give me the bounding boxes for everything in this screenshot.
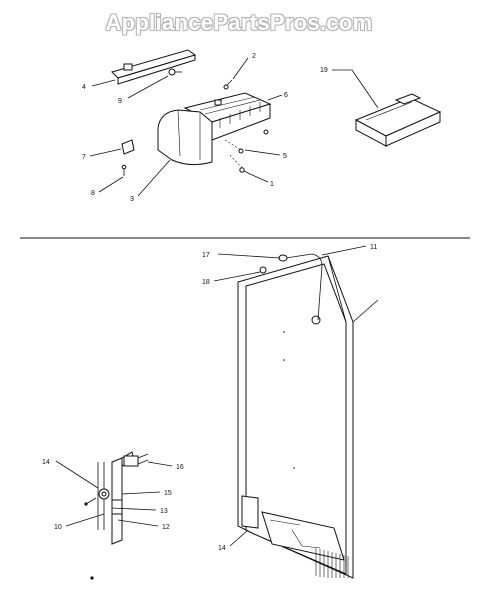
- callout-14-lower: 14: [218, 545, 226, 552]
- part-11-tube: [278, 253, 323, 321]
- callout-7: 7: [82, 154, 86, 161]
- part-8-screw: [121, 164, 127, 176]
- callout-4: 4: [82, 84, 86, 91]
- callout-15: 15: [164, 490, 172, 497]
- callout-17: 17: [202, 252, 210, 259]
- watermark-logo: AppliancePartsPros.com: [105, 10, 373, 35]
- callout-14-upper: 14: [42, 459, 50, 466]
- callout-16: 16: [176, 464, 184, 471]
- callout-9: 9: [118, 98, 122, 105]
- part-5-screw: [238, 129, 269, 154]
- callout-8: 8: [91, 190, 95, 197]
- part-19-tray: [354, 93, 442, 147]
- callout-19: 19: [320, 67, 328, 74]
- switch-assembly: [84, 451, 149, 580]
- callout-12: 12: [162, 524, 170, 531]
- callout-3: 3: [130, 196, 134, 203]
- callout-2: 2: [252, 53, 256, 60]
- callout-6: 6: [284, 92, 288, 99]
- cabinet-panel: [237, 255, 379, 579]
- part-9-arm: [168, 68, 182, 76]
- callout-1: 1: [270, 181, 274, 188]
- callout-18: 18: [202, 279, 210, 286]
- part-4-bar: [111, 49, 197, 85]
- callout-13: 13: [160, 508, 168, 515]
- part-7-clip: [121, 139, 135, 155]
- part-1-screw: [239, 167, 251, 175]
- callout-5: 5: [283, 153, 287, 160]
- callout-10: 10: [54, 524, 62, 531]
- part-3-housing: [157, 109, 213, 166]
- part-2-screw: [223, 79, 233, 90]
- grille-hatch: [315, 548, 349, 578]
- callout-11: 11: [370, 244, 377, 251]
- part-18-grommet: [259, 266, 267, 274]
